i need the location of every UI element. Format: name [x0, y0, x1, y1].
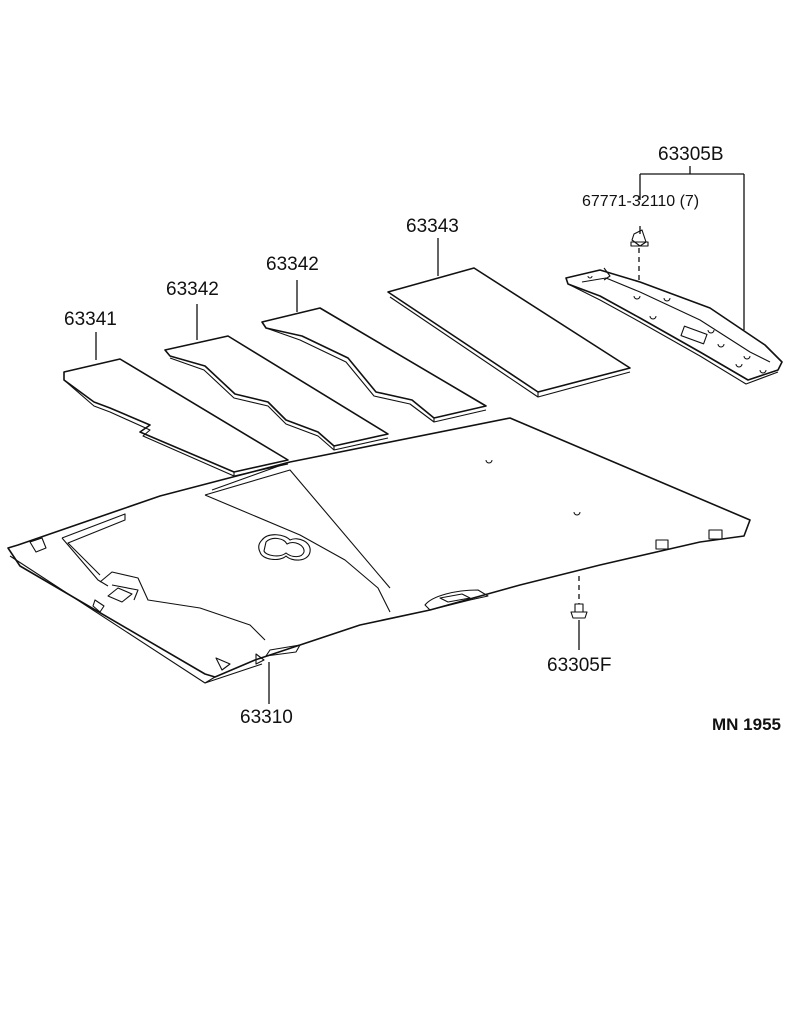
diagram-code: MN 1955 [712, 715, 781, 734]
label-63342-a: 63342 [166, 279, 219, 300]
label-63343: 63343 [406, 216, 459, 237]
label-clip: 67771-32110 (7) [582, 193, 699, 210]
clip-icon [630, 229, 649, 280]
label-63305f: 63305F [547, 655, 611, 676]
retainer-icon [570, 576, 588, 619]
label-63342-b: 63342 [266, 254, 319, 275]
leader-lines [95, 166, 745, 704]
silencer-pad-63342-a [164, 335, 389, 451]
label-63310: 63310 [240, 707, 293, 728]
silencer-pad-63341 [63, 358, 289, 477]
label-63305b: 63305B [658, 144, 724, 165]
silencer-pad-63342-b [261, 307, 487, 423]
label-63341: 63341 [64, 309, 117, 330]
rear-rail-63305b [565, 267, 783, 385]
roof-headlining-63310 [7, 417, 751, 684]
silencer-pad-63343 [387, 267, 631, 398]
